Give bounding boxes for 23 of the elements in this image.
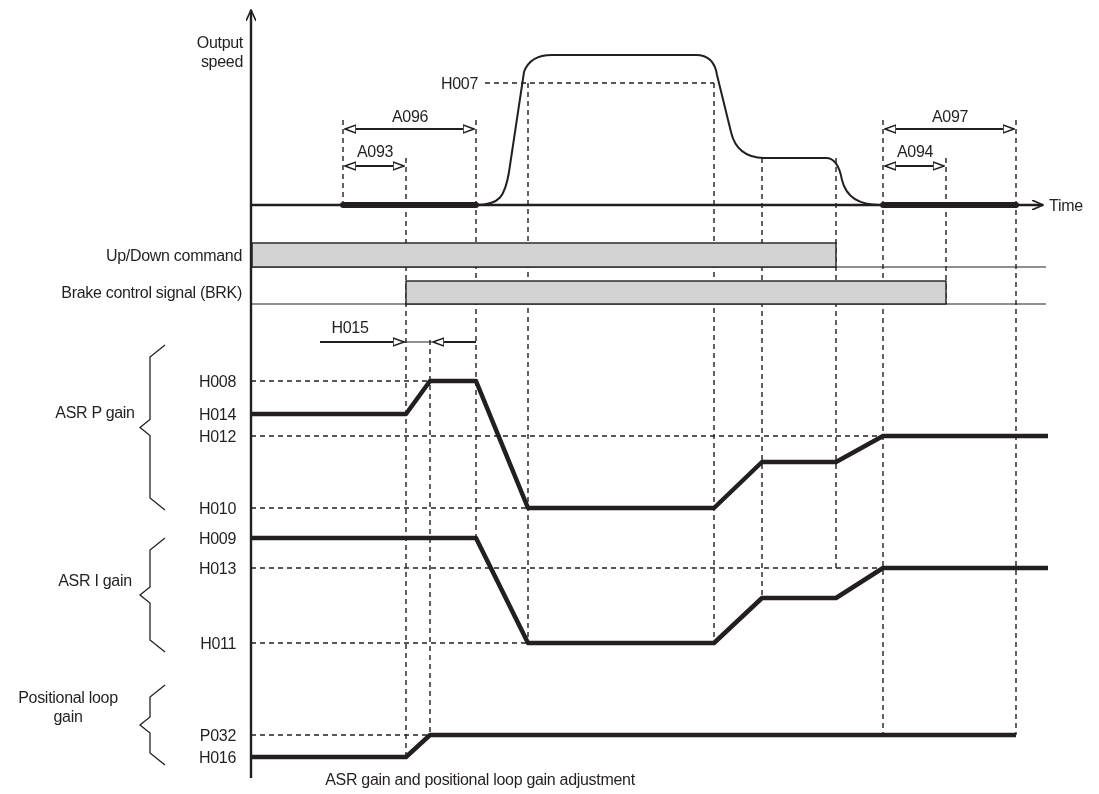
parameter-label: P032 <box>199 725 236 745</box>
group-label: Positional loop gain <box>17 688 119 726</box>
parameter-label: H012 <box>198 426 236 446</box>
parameter-label: H011 <box>200 633 236 653</box>
caption: ASR gain and positional loop gain adjustment <box>324 769 636 789</box>
signal-name: Up/Down command <box>106 245 242 265</box>
parameter-label: H014 <box>198 404 236 424</box>
parameter-label: H008 <box>198 371 236 391</box>
parameter-label: H007 <box>440 73 478 93</box>
parameter-label: A093 <box>355 141 395 161</box>
parameter-label: H013 <box>198 558 236 578</box>
group-label: ASR P gain <box>54 402 136 422</box>
group-label: ASR I gain <box>57 570 133 590</box>
parameter-label: A094 <box>895 141 935 161</box>
axis-label: Time <box>1049 195 1083 215</box>
axis-label: Output speed <box>195 33 243 71</box>
parameter-label: A096 <box>390 106 430 126</box>
parameter-label: H010 <box>198 498 236 518</box>
parameter-label: H009 <box>198 528 236 548</box>
parameter-label: H015 <box>330 317 370 337</box>
signal-name: Brake control signal (BRK) <box>61 282 242 302</box>
parameter-label: H016 <box>198 747 236 767</box>
parameter-label: A097 <box>930 106 970 126</box>
